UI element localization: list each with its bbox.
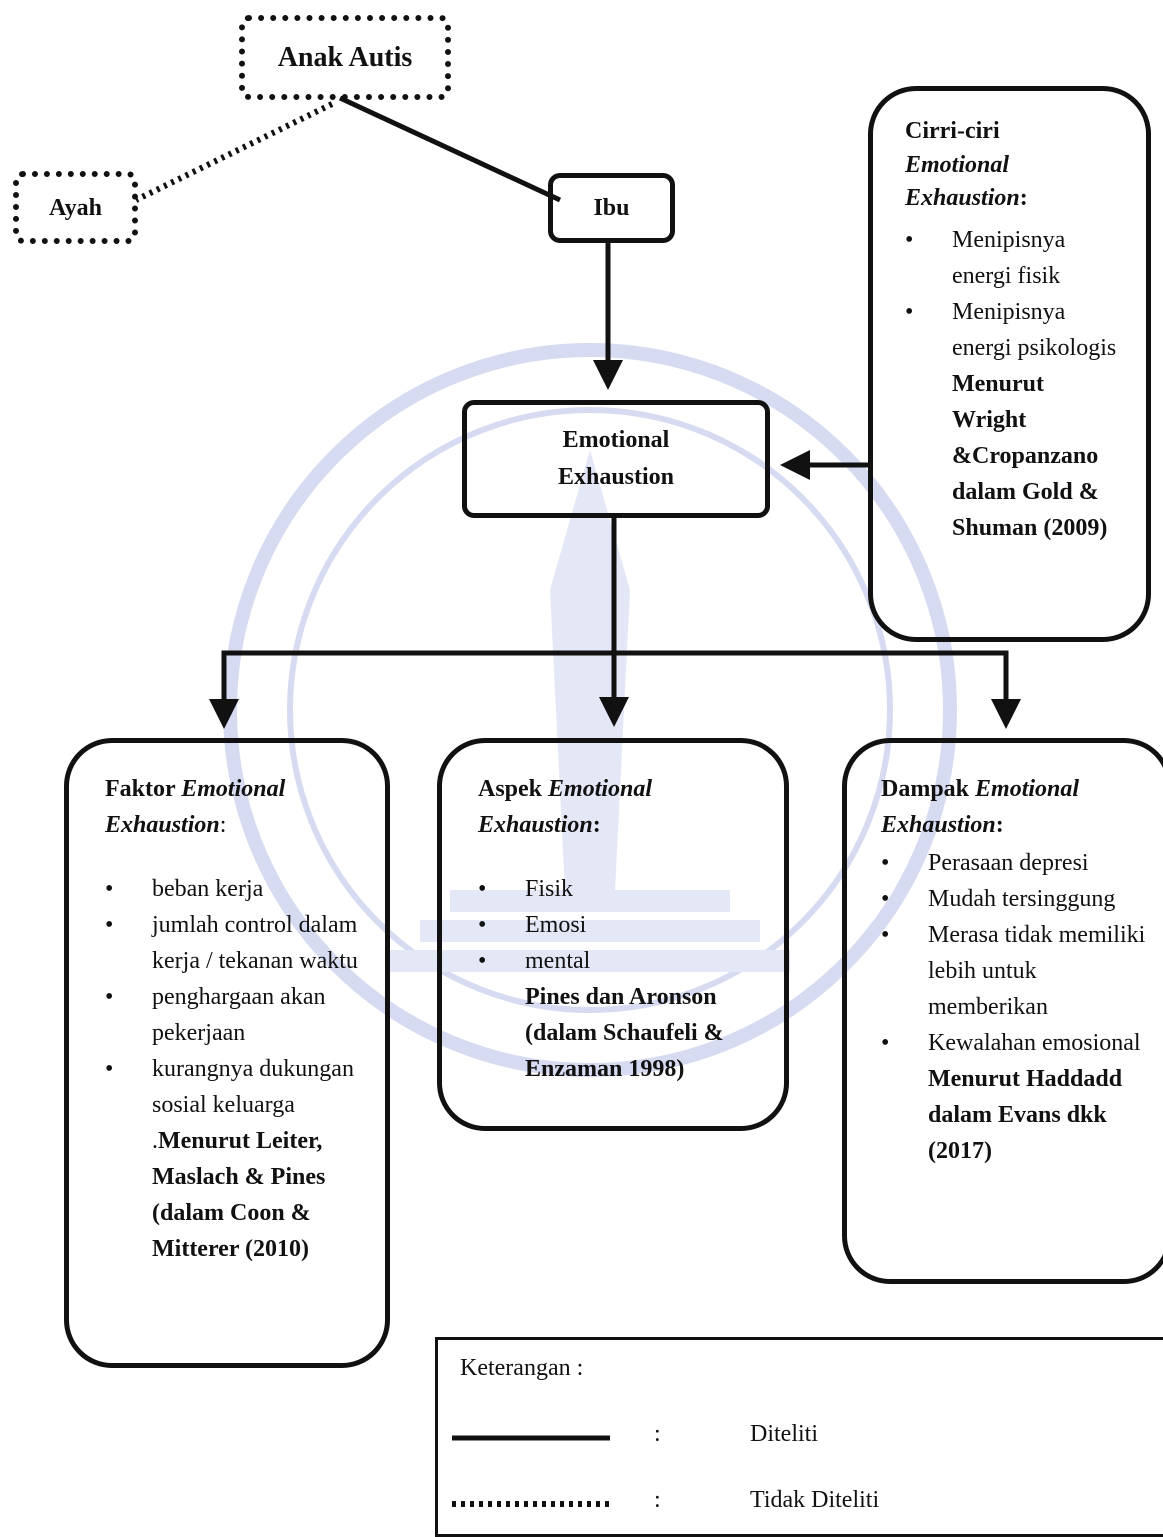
aspek-title: Aspek Emotional Exhaustion: bbox=[478, 771, 760, 843]
aspek-box: Aspek Emotional Exhaustion: Fisik Emosi … bbox=[437, 738, 789, 1131]
ciri-title-line2: Emotional bbox=[905, 151, 1010, 178]
node-emotional-line2: Exhaustion bbox=[557, 464, 675, 490]
ciri-title: Cirri-ciri Emotional Exhaustion: bbox=[905, 115, 1118, 216]
node-ayah-label: Ayah bbox=[49, 194, 102, 221]
ciri-title-line3: Exhaustion: bbox=[905, 182, 1118, 216]
faktor-title-colon: : bbox=[219, 812, 227, 838]
faktor-citation: .Menurut Leiter, Maslach & Pines (dalam … bbox=[105, 1123, 359, 1267]
list-item: jumlah control dalam kerja / tekanan wak… bbox=[105, 907, 359, 979]
list-item: mental bbox=[478, 943, 760, 979]
legend-dotted-colon: : bbox=[654, 1487, 661, 1513]
node-ibu-label: Ibu bbox=[593, 195, 630, 221]
ciri-title-italic: Exhaustion bbox=[905, 185, 1020, 212]
list-item: Emosi bbox=[478, 907, 760, 943]
dampak-title-plain: Dampak bbox=[881, 776, 976, 802]
legend-dotted-label: Tidak Diteliti bbox=[750, 1487, 880, 1513]
faktor-title-italic: Emotional Exhaustion bbox=[105, 776, 286, 838]
legend-title: Keterangan : bbox=[460, 1355, 584, 1381]
dampak-title-italic: Emotional Exhaustion bbox=[881, 776, 1080, 838]
node-emotional-line1: Emotional bbox=[562, 426, 670, 453]
dampak-title-colon: : bbox=[995, 812, 1004, 838]
ciri-title-colon: : bbox=[1019, 185, 1028, 212]
faktor-box: Faktor Emotional Exhaustion: beban kerja… bbox=[64, 738, 390, 1368]
branch-line bbox=[221, 650, 1009, 722]
dampak-list: Perasaan depresi Mudah tersinggung Meras… bbox=[881, 845, 1157, 1061]
line-anak-ayah bbox=[134, 101, 334, 203]
node-ayah: Ayah bbox=[13, 171, 138, 244]
legend-row-solid: : Diteliti bbox=[438, 1416, 1163, 1456]
ciri-title-line1: Cirri-ciri bbox=[905, 118, 1000, 144]
list-item: Merasa tidak memiliki lebih untuk member… bbox=[881, 917, 1157, 1025]
legend-solid-line bbox=[452, 1435, 610, 1441]
list-item: penghargaan akan pekerjaan bbox=[105, 979, 359, 1051]
ciri-box: Cirri-ciri Emotional Exhaustion: Menipis… bbox=[868, 86, 1151, 642]
dampak-box: Dampak Emotional Exhaustion: Perasaan de… bbox=[842, 738, 1163, 1284]
list-item: kurangnya dukungan sosial keluarga bbox=[105, 1051, 359, 1123]
node-emotional-exhaustion: Emotional Exhaustion bbox=[462, 400, 770, 518]
faktor-citation-text: Menurut Leiter, Maslach & Pines (dalam C… bbox=[152, 1128, 326, 1262]
line-anak-ibu bbox=[338, 95, 562, 203]
aspek-title-italic: Emotional Exhaustion bbox=[478, 776, 653, 838]
node-ibu: Ibu bbox=[548, 173, 675, 243]
ciri-list: Menipisnya energi fisik Menipisnya energ… bbox=[905, 222, 1118, 366]
faktor-citation-prefix: . bbox=[152, 1128, 158, 1154]
list-item: Menipisnya energi psikologis bbox=[905, 294, 1118, 366]
aspek-list: Fisik Emosi mental bbox=[478, 871, 760, 979]
node-anak-autis: Anak Autis bbox=[239, 15, 451, 100]
ciri-citation: Menurut Wright &Cropanzano dalam Gold & … bbox=[952, 370, 1108, 541]
aspek-title-plain: Aspek bbox=[478, 776, 549, 802]
aspek-title-colon: : bbox=[592, 812, 601, 838]
aspek-citation: Pines dan Aronson (dalam Schaufeli & Enz… bbox=[525, 984, 724, 1082]
legend: Keterangan : : Diteliti : Tidak Diteliti bbox=[435, 1337, 1163, 1537]
list-item: Fisik bbox=[478, 871, 760, 907]
node-anak-autis-label: Anak Autis bbox=[277, 41, 413, 73]
legend-solid-label: Diteliti bbox=[750, 1421, 818, 1447]
faktor-title-plain: Faktor bbox=[105, 776, 182, 802]
legend-solid-colon: : bbox=[654, 1421, 661, 1447]
list-item: Mudah tersinggung bbox=[881, 881, 1157, 917]
list-item: Kewalahan emosional bbox=[881, 1025, 1157, 1061]
faktor-list: beban kerja jumlah control dalam kerja /… bbox=[105, 871, 359, 1123]
legend-row-dotted: : Tidak Diteliti bbox=[438, 1482, 1163, 1522]
dampak-citation: Menurut Haddadd dalam Evans dkk (2017) bbox=[928, 1066, 1123, 1164]
dampak-title: Dampak Emotional Exhaustion: bbox=[881, 771, 1157, 843]
legend-dotted-line bbox=[452, 1501, 610, 1507]
list-item: Menipisnya energi fisik bbox=[905, 222, 1118, 294]
list-item: Perasaan depresi bbox=[881, 845, 1157, 881]
list-item: beban kerja bbox=[105, 871, 359, 907]
faktor-title: Faktor Emotional Exhaustion: bbox=[105, 771, 359, 843]
